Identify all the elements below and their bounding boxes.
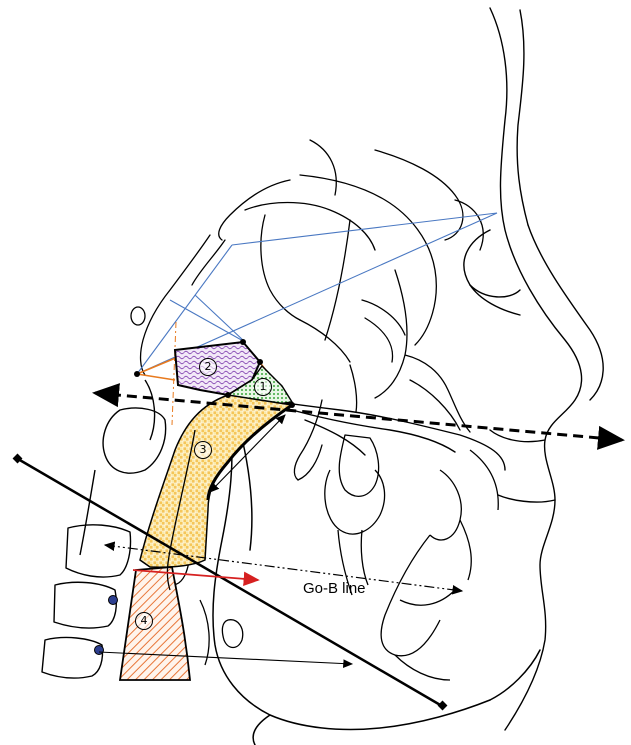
palatal-plane-line — [95, 393, 622, 440]
region-4-shape — [120, 567, 190, 680]
mandible-contour — [213, 420, 540, 745]
region-3-number: 3 — [194, 441, 212, 459]
region-1-number: 1 — [254, 378, 272, 396]
teeth — [325, 435, 498, 680]
region-4-number: 4 — [135, 612, 153, 630]
landmark-points — [13, 339, 448, 710]
soft-tissue-profile — [464, 8, 603, 730]
region-2-number: 2 — [199, 358, 217, 376]
go-b-line-label: Go-B line — [303, 580, 366, 597]
vertebra-points — [95, 596, 118, 655]
